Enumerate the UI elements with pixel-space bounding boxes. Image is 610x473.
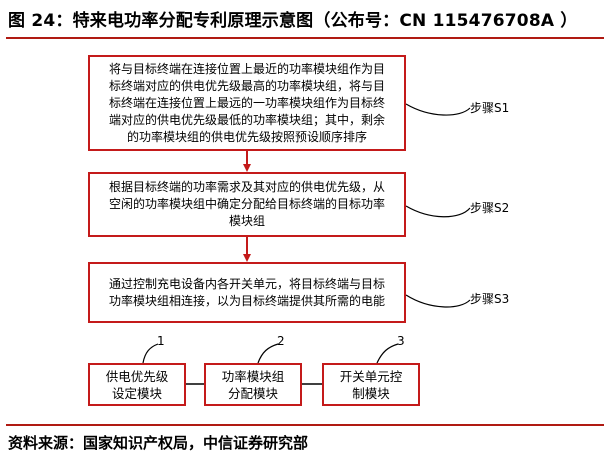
title-divider [6,37,604,39]
step-s1-line: 标终端在连接位置上最远的一功率模块组作为目标终 [108,95,385,110]
module-2-box: 功率模块组 分配模块 [204,363,302,406]
module-1-box: 供电优先级 设定模块 [88,363,186,406]
module-2-text: 功率模块组 分配模块 [222,368,285,402]
leader-curve-module-1 [142,343,159,364]
step-s2-line: 根据目标终端的功率需求及其对应的供电优先级，从 [108,180,385,194]
leader-curve-module-3 [376,343,399,364]
step-s3-label: 步骤S3 [470,292,510,306]
module-1-text: 供电优先级 设定模块 [106,368,169,402]
source-note: 资料来源：国家知识产权局，中信证券研究部 [8,434,309,452]
step-s2-label: 步骤S2 [470,201,510,215]
figure-title: 图 24：特来电功率分配专利原理示意图（公布号：CN 115476708A ） [8,11,578,31]
leader-curve-s2 [405,205,471,218]
leader-curve-s1 [405,103,471,116]
leader-curve-module-2 [257,343,279,364]
step-s2-box: 根据目标终端的功率需求及其对应的供电优先级，从 空闲的功率模块组中确定分配给目标… [88,172,406,237]
module-1-line: 设定模块 [111,385,162,401]
module-2-number: 2 [277,334,285,348]
step-s3-text: 通过控制充电设备内各开关单元，将目标终端与目标 功率模块组相连接，以为目标终端提… [109,276,385,310]
step-s3-line: 功率模块组相连接，以为目标终端提供其所需的电能 [108,293,385,308]
step-s2-line: 模块组 [228,214,265,228]
step-s2-text: 根据目标终端的功率需求及其对应的供电优先级，从 空闲的功率模块组中确定分配给目标… [109,179,385,230]
module-3-text: 开关单元控 制模块 [340,368,403,402]
module-3-line: 开关单元控 [339,368,403,384]
step-s1-text: 将与目标终端在连接位置上最近的功率模块组作为目 标终端对应的供电优先级最高的功率… [109,61,385,146]
footer-divider [6,424,604,426]
module-3-number: 3 [397,334,405,348]
leader-curve-s3 [405,294,471,308]
module-3-box: 开关单元控 制模块 [322,363,420,406]
step-s1-label: 步骤S1 [470,101,510,115]
step-s1-line: 的功率模块组的供电优先级按照预设顺序排序 [126,129,367,144]
step-s1-line: 端对应的供电优先级最低的功率模块组；其中，剩余 [108,112,385,127]
step-s1-line: 标终端对应的供电优先级最高的功率模块组，将与目 [108,78,385,93]
module-2-line: 功率模块组 [221,368,285,384]
step-s1-box: 将与目标终端在连接位置上最近的功率模块组作为目 标终端对应的供电优先级最高的功率… [88,55,406,151]
module-1-number: 1 [157,334,165,348]
step-s3-box: 通过控制充电设备内各开关单元，将目标终端与目标 功率模块组相连接，以为目标终端提… [88,262,406,323]
module-2-line: 分配模块 [227,385,278,401]
step-s3-line: 通过控制充电设备内各开关单元，将目标终端与目标 [108,276,385,291]
module-3-line: 制模块 [352,385,390,401]
module-1-line: 供电优先级 [105,368,169,384]
step-s1-line: 将与目标终端在连接位置上最近的功率模块组作为目 [108,61,385,76]
step-s2-line: 空闲的功率模块组中确定分配给目标终端的目标功率 [108,197,385,211]
